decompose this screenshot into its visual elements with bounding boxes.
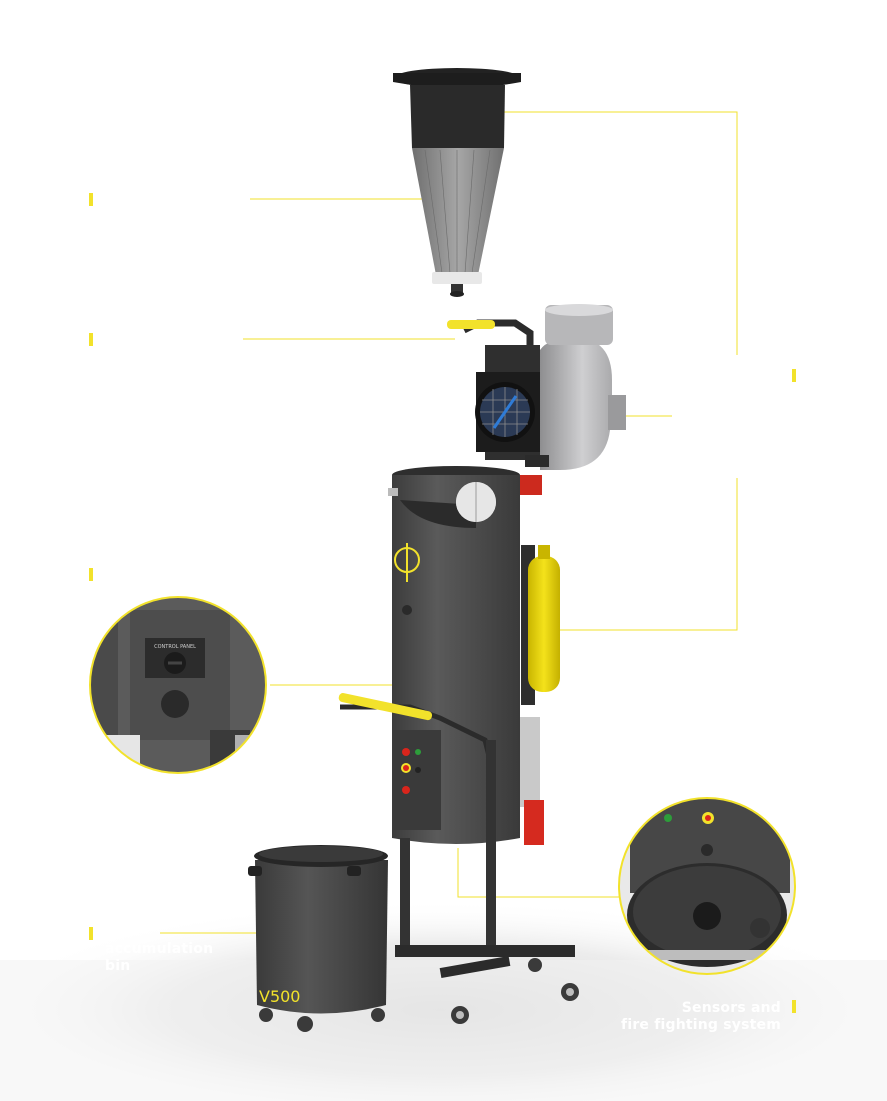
detail-circle-control-panel: CONTROL PANEL: [89, 596, 267, 774]
main-body: [338, 466, 579, 1024]
fan-assembly: [447, 304, 626, 470]
detail-circle-sensors: [618, 797, 796, 975]
callout-ticks: [89, 193, 796, 1013]
label-sensors-text: Sensors and fire fighting system: [621, 1000, 781, 1033]
label-accumulation-bin-text: accumulation bin: [105, 941, 214, 974]
bin-marking: V500: [259, 987, 300, 1006]
floor-fade: [0, 960, 887, 1101]
control-panel-label: CONTROL PANEL: [154, 644, 196, 650]
cyclone-filter: [393, 68, 521, 297]
accumulation-bin: V500: [248, 845, 388, 1032]
label-accumulation-bin: accumulation bin: [105, 941, 245, 975]
fire-extinguisher: [520, 475, 560, 845]
label-sensors: Sensors and fire fighting system: [521, 1000, 781, 1034]
